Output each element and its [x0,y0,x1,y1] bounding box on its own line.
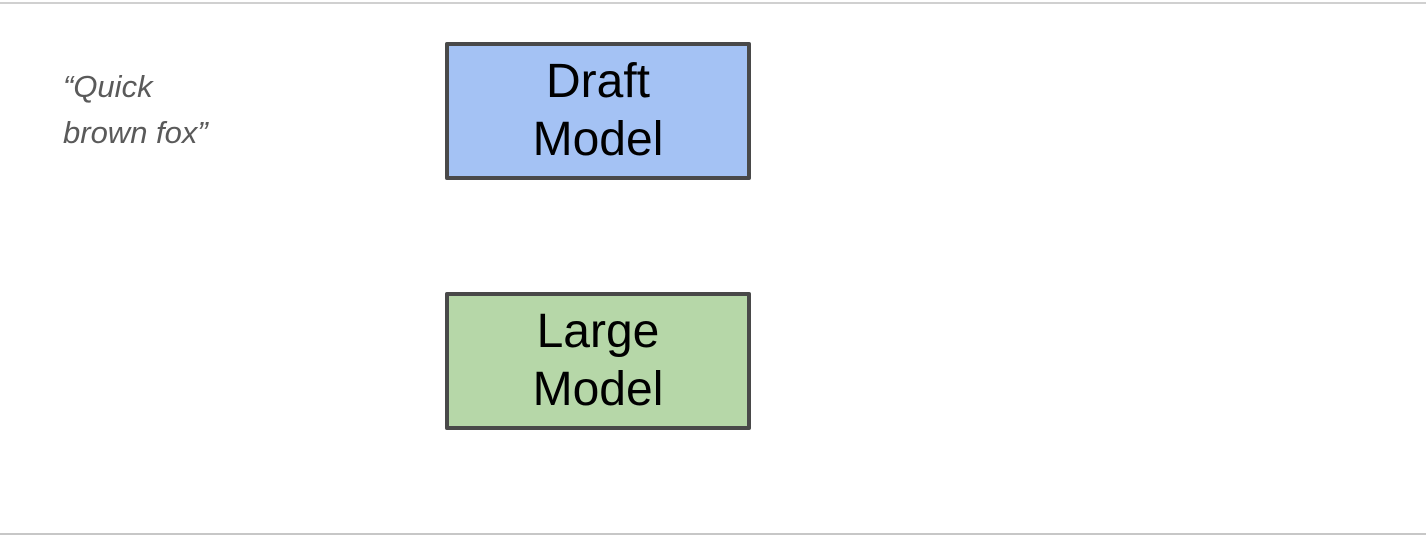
draft-model-label: Draft Model [532,55,664,166]
slide-bottom-border-line [0,533,1426,535]
large-model-label: Large Model [532,305,664,416]
slide-top-border-line [0,2,1426,4]
large-model-box[interactable]: Large Model [445,292,751,430]
prompt-text[interactable]: “Quick brown fox” [63,69,208,150]
draft-model-box[interactable]: Draft Model [445,42,751,180]
